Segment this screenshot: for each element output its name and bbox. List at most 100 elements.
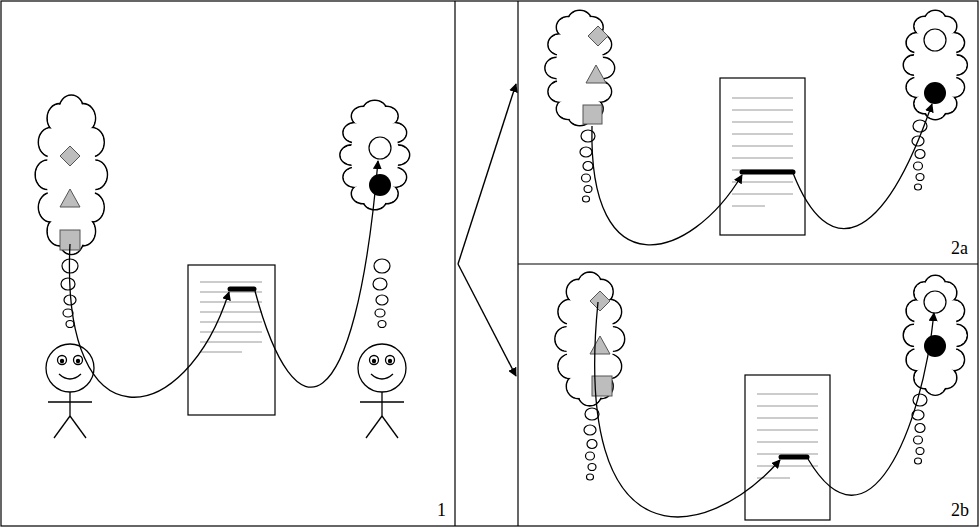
diamond-concept bbox=[60, 146, 80, 166]
thought-cloud bbox=[35, 95, 107, 255]
eye bbox=[386, 356, 395, 365]
black-concept bbox=[924, 82, 946, 104]
thought-bubble bbox=[915, 184, 922, 190]
thought-bubble bbox=[587, 474, 594, 480]
text-line bbox=[732, 98, 793, 99]
text-line bbox=[732, 194, 793, 195]
arms bbox=[360, 401, 404, 402]
thought-bubble bbox=[375, 309, 385, 317]
text-line bbox=[200, 332, 262, 333]
arms bbox=[48, 401, 92, 402]
diamond-concept bbox=[590, 291, 610, 311]
text-line bbox=[732, 122, 793, 123]
thought-bubble bbox=[378, 321, 386, 328]
document bbox=[720, 78, 805, 235]
text-lines bbox=[732, 98, 793, 206]
highlighted-expression bbox=[781, 455, 807, 460]
thought-bubbles bbox=[373, 259, 390, 328]
encoding-curve bbox=[592, 126, 742, 245]
document-page bbox=[188, 265, 275, 415]
panel-number: 2b bbox=[951, 500, 969, 520]
thought-bubble bbox=[916, 174, 924, 181]
encoding-curve bbox=[595, 302, 780, 517]
thought-bubbles bbox=[912, 394, 927, 464]
sender-cloud bbox=[555, 272, 625, 406]
thought-bubbles bbox=[584, 408, 599, 480]
smile bbox=[59, 374, 81, 379]
thought-bubble bbox=[586, 452, 595, 460]
text-line bbox=[200, 312, 262, 313]
thought-bubble bbox=[580, 147, 592, 157]
text-line bbox=[732, 158, 793, 159]
thought-cloud bbox=[555, 272, 625, 406]
smile bbox=[371, 374, 393, 379]
thought-bubble bbox=[915, 424, 925, 433]
thought-bubble bbox=[916, 448, 924, 455]
reference-curves bbox=[592, 104, 932, 245]
thought-bubble bbox=[376, 295, 388, 305]
black-concept bbox=[369, 174, 391, 196]
reference-curves bbox=[595, 302, 934, 517]
thought-bubble bbox=[374, 259, 390, 273]
text-line bbox=[732, 206, 765, 207]
leg bbox=[70, 416, 86, 438]
branch-arrow bbox=[458, 264, 516, 376]
decoding-curve bbox=[808, 313, 934, 495]
text-line bbox=[200, 352, 242, 353]
panel-number: 2a bbox=[951, 238, 968, 258]
thought-bubble bbox=[584, 186, 592, 193]
encoding-curve bbox=[69, 244, 229, 397]
highlighted-expression bbox=[742, 170, 793, 175]
text-lines bbox=[757, 394, 818, 478]
thought-bubble bbox=[914, 162, 923, 170]
stick-figure bbox=[358, 344, 406, 438]
text-line bbox=[732, 110, 793, 111]
text-line bbox=[200, 322, 262, 323]
thought-bubble bbox=[581, 130, 595, 142]
eye bbox=[58, 356, 67, 365]
text-line bbox=[757, 454, 818, 455]
panel-divider bbox=[454, 1, 455, 526]
thought-bubble bbox=[587, 440, 597, 449]
thought-bubble bbox=[582, 174, 591, 182]
head bbox=[358, 344, 406, 392]
text-line bbox=[757, 406, 818, 407]
leg bbox=[382, 416, 398, 438]
text-line bbox=[757, 430, 818, 431]
pupil bbox=[76, 359, 80, 363]
thought-bubble bbox=[913, 394, 927, 406]
panel-divider bbox=[518, 263, 978, 264]
pupil bbox=[372, 359, 376, 363]
document-page bbox=[745, 375, 830, 520]
decoding-curve bbox=[255, 161, 378, 387]
receiver-cloud bbox=[903, 10, 967, 119]
text-line bbox=[757, 442, 818, 443]
thought-bubble bbox=[583, 196, 590, 202]
branch-arrow bbox=[458, 84, 516, 264]
thought-bubble bbox=[915, 458, 922, 464]
diamond-concept bbox=[588, 26, 608, 46]
thought-bubble bbox=[583, 162, 593, 171]
document bbox=[745, 375, 830, 520]
sender-cloud bbox=[545, 10, 615, 126]
text-line bbox=[732, 134, 793, 135]
triangle-concept bbox=[590, 336, 610, 354]
thought-bubble bbox=[588, 464, 596, 471]
highlighted-expression bbox=[230, 287, 254, 292]
thought-cloud bbox=[545, 10, 615, 126]
document-page bbox=[720, 78, 805, 235]
text-line bbox=[200, 282, 262, 283]
text-line bbox=[757, 394, 818, 395]
thought-bubble bbox=[61, 278, 75, 290]
receiver-cloud bbox=[903, 275, 967, 395]
reference-curves bbox=[69, 161, 378, 397]
thought-bubble bbox=[914, 436, 923, 444]
white-concept bbox=[369, 137, 391, 159]
square-concept bbox=[583, 105, 602, 124]
stick-figure bbox=[46, 344, 94, 438]
black-concept bbox=[924, 335, 946, 357]
leg bbox=[366, 416, 382, 438]
